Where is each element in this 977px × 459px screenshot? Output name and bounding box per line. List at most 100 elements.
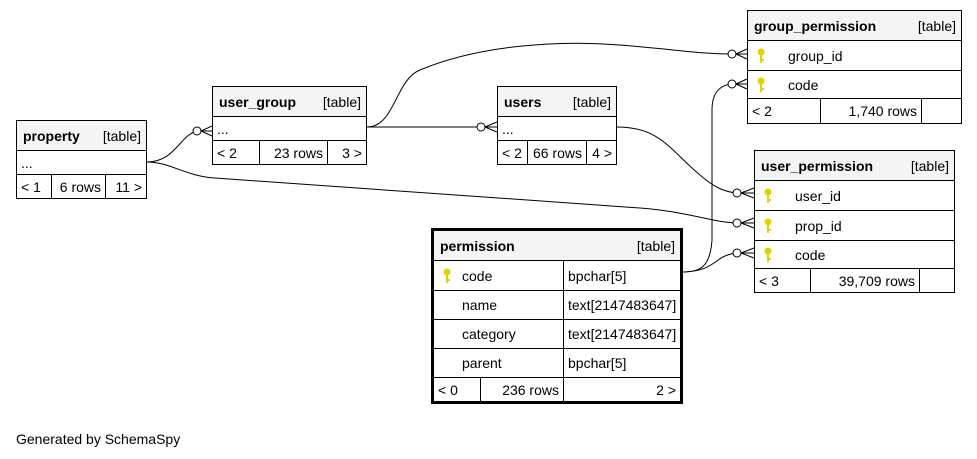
edge-marker-fork [735,48,748,60]
edge-marker-circle [476,122,486,132]
key-icon [756,48,778,64]
edge-marker-circle [732,188,742,198]
table-header: user_permission [table] [755,151,954,181]
row-count: 23 rows [259,141,327,164]
edge-marker-circle [732,218,742,228]
children-count: 4 > [586,141,616,164]
column-name: code [795,246,826,263]
children-count: 2 > [563,378,680,401]
table-name: users [504,93,542,110]
table-user-permission[interactable]: user_permission [table] user_id prop_id … [754,150,955,293]
column-type: text[2147483647] [563,320,680,348]
table-permission[interactable]: permission [table] code bpchar[5] name t… [431,228,683,404]
key-icon [763,218,785,234]
table-user-group[interactable]: user_group [table] ... < 2 23 rows 3 > [212,86,367,165]
key-icon [763,247,785,263]
table-row: ... [213,117,366,141]
table-row: group_id [748,41,961,71]
table-stats-row: < 0 236 rows 2 > [434,378,680,401]
parents-count: < 2 [502,144,522,161]
column-name: code [788,76,819,93]
edge-marker-circle [192,126,202,136]
children-count: 3 > [327,141,366,164]
edge-marker-fork [200,125,213,137]
column-type: bpchar[5] [563,349,680,377]
column-type: text[2147483647] [563,291,680,319]
table-name: user_permission [761,157,874,174]
ellipsis: ... [21,154,33,171]
table-name: property [23,127,80,144]
column-name: parent [462,355,502,371]
edge-user-group-property [146,130,198,163]
column-name: group_id [788,47,843,64]
children-count-empty [921,99,961,123]
edge-marker-fork [484,121,498,133]
table-stats-row: < 2 23 rows 3 > [213,141,366,164]
table-stats-row: < 2 1,740 rows [748,99,961,123]
edge-marker-fork [740,217,755,229]
edge-marker-fork [735,78,748,90]
table-stats-row: < 2 66 rows 4 > [498,141,616,164]
edge-marker-circle [727,49,737,59]
row-count: 39,709 rows [810,269,919,292]
column-type: bpchar[5] [563,261,680,290]
edge-marker-fork [740,187,755,199]
edge-marker-circle [727,79,737,89]
table-kind: [table] [102,127,141,144]
row-count: 236 rows [480,378,563,401]
key-icon [442,268,462,284]
generated-by-footer: Generated by SchemaSpy [16,431,181,447]
ellipsis: ... [217,120,229,137]
row-count: 6 rows [51,175,105,198]
table-row: parent bpchar[5] [434,349,680,378]
table-name: permission [440,237,515,254]
table-row: code bpchar[5] [434,261,680,291]
row-count: 1,740 rows [820,99,921,123]
parents-count: < 3 [759,272,779,289]
edge-property-user-permission [146,161,738,224]
table-header: group_permission [table] [748,11,961,41]
table-row: ... [17,151,146,175]
table-kind: [table] [572,93,611,110]
table-group-permission[interactable]: group_permission [table] group_id code <… [747,10,962,124]
edge-users-user-permission [616,126,738,194]
table-property[interactable]: property [table] ... < 1 6 rows 11 > [16,120,147,199]
children-count: 11 > [105,175,146,198]
edge-user-group-group-permission [366,42,733,128]
table-stats-row: < 1 6 rows 11 > [17,175,146,198]
table-row: category text[2147483647] [434,320,680,349]
parents-count: < 2 [217,144,237,161]
column-name: user_id [795,187,841,204]
table-header: user_group [table] [213,87,366,117]
table-kind: [table] [917,17,956,34]
table-header: permission [table] [434,231,680,261]
column-name: name [462,297,498,313]
table-name: group_permission [754,17,877,34]
column-name: code [462,267,493,284]
key-icon [763,188,785,204]
ellipsis: ... [502,120,514,137]
table-header: property [table] [17,121,146,151]
table-row: ... [498,117,616,141]
row-count: 66 rows [527,141,586,164]
parents-count: < 1 [21,178,41,195]
table-row: prop_id [755,211,954,241]
parents-count: < 0 [438,381,458,398]
table-users[interactable]: users [table] ... < 2 66 rows 4 > [497,86,617,165]
edge-marker-fork [740,247,755,259]
table-kind: [table] [910,157,949,174]
table-name: user_group [219,93,297,110]
table-kind: [table] [636,237,675,254]
edge-permission-group-permission [680,83,733,273]
children-count-empty [919,269,954,292]
parents-count: < 2 [752,103,772,119]
key-icon [756,77,778,93]
column-name: prop_id [795,217,842,234]
table-row: code [748,71,961,99]
table-stats-row: < 3 39,709 rows [755,269,954,292]
column-name: category [462,326,516,342]
table-row: name text[2147483647] [434,291,680,320]
edge-marker-circle [732,248,742,258]
table-header: users [table] [498,87,616,117]
